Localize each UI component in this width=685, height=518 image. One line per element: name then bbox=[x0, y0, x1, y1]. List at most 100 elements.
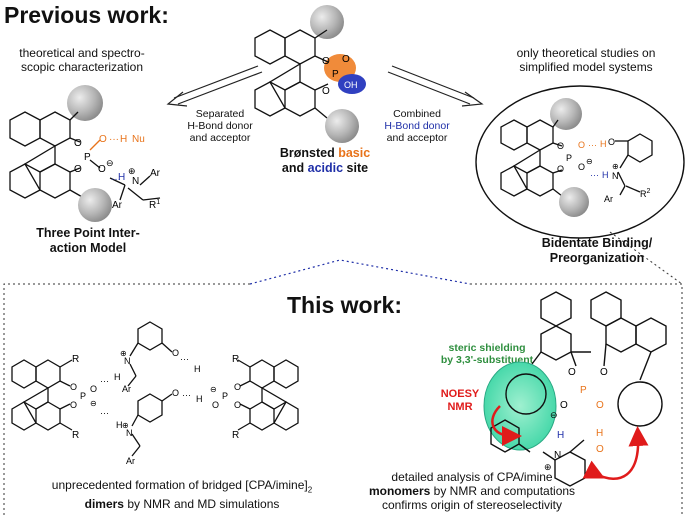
bronsted-line1-prefix: Brønsted bbox=[279, 146, 339, 160]
dimer-n1-plus: ⊕ bbox=[120, 349, 127, 358]
dimers-word: dimers bbox=[84, 497, 124, 512]
center-o1: O bbox=[322, 56, 330, 67]
monomer-caption-line1: detailed analysis of CPA/imine bbox=[391, 470, 553, 484]
previous-work-title: Previous work: bbox=[4, 2, 169, 28]
dimer-r3: R bbox=[232, 354, 239, 365]
mono-p: P bbox=[580, 385, 587, 396]
dimer-n1: N bbox=[124, 356, 131, 366]
right-h-o: H bbox=[600, 139, 607, 149]
dimer-dots1: ··· bbox=[100, 376, 109, 386]
dimer-n2-plus: ⊕ bbox=[122, 421, 129, 430]
dimer-o6: O bbox=[212, 400, 219, 410]
dimer-caption-line1: unprecedented formation of bridged [CPA/… bbox=[51, 478, 308, 492]
dimer-p1: P bbox=[80, 391, 86, 401]
three-point-model-label: Three Point Inter- action Model bbox=[18, 226, 158, 256]
dimer-h1: H bbox=[114, 372, 121, 382]
acidic-site-highlight bbox=[338, 74, 366, 94]
mono-n-plus: ⊕ bbox=[544, 462, 552, 472]
bronsted-line2-suffix: site bbox=[343, 161, 369, 175]
bidentate-structure bbox=[500, 98, 653, 217]
left-hbond-dots-2: ··· bbox=[111, 174, 121, 185]
left-arrow-label-line1: Separated bbox=[195, 108, 245, 120]
left-ar-bottom: Ar bbox=[112, 200, 123, 211]
dimer-o1: O bbox=[70, 382, 77, 392]
dimer-o8: O bbox=[172, 388, 179, 398]
right-o1: O bbox=[557, 141, 564, 151]
left-arrow-label-line2: H-Bond donor bbox=[187, 120, 253, 132]
dimer-ar2: Ar bbox=[126, 456, 135, 466]
this-work-frame bbox=[3, 283, 683, 515]
dimer-o7: O bbox=[172, 348, 179, 358]
dimer-o3: O bbox=[90, 384, 97, 394]
left-nu: Nu bbox=[132, 134, 145, 145]
mono-o2: O bbox=[600, 367, 608, 378]
left-h-nu: H bbox=[120, 134, 127, 145]
right-phenol-o: O bbox=[608, 137, 615, 147]
monomer-structure bbox=[531, 291, 667, 487]
left-o3: O bbox=[99, 134, 107, 145]
dimer-o-minus2: ⊖ bbox=[210, 385, 217, 394]
dimer-r1: R bbox=[72, 354, 79, 365]
right-o3: O bbox=[578, 140, 585, 150]
right-note-line2: simplified model systems bbox=[519, 60, 653, 74]
right-n: N bbox=[612, 171, 619, 181]
right-connector bbox=[609, 231, 683, 285]
monomer-caption: detailed analysis of CPA/imine monomers … bbox=[352, 470, 592, 512]
bidentate-line1: Bidentate Binding/ bbox=[541, 236, 653, 250]
dimer-o2: O bbox=[70, 400, 77, 410]
dimer-n2: N bbox=[126, 428, 133, 438]
three-point-line2: action Model bbox=[49, 241, 127, 255]
left-top-sphere bbox=[67, 85, 103, 121]
monomers-word: monomers bbox=[368, 484, 431, 498]
bronsted-basic-word: basic bbox=[338, 146, 371, 160]
left-hbond-dots-1: ··· bbox=[109, 134, 119, 145]
dimer-ar1: Ar bbox=[122, 384, 131, 394]
dimer-r4: R bbox=[232, 430, 239, 441]
left-r1: R1 bbox=[149, 199, 160, 211]
dimer-p2: P bbox=[222, 391, 228, 401]
dimer-caption: unprecedented formation of bridged [CPA/… bbox=[22, 478, 342, 511]
left-n-plus: ⊕ bbox=[128, 166, 136, 176]
right-arrow-label: Combined H-Bond donor and acceptor bbox=[372, 108, 462, 144]
left-arrow-label-line3: and acceptor bbox=[189, 132, 251, 144]
dimer-caption-subscript: 2 bbox=[307, 485, 313, 495]
left-o2: O bbox=[74, 164, 82, 175]
dimer-h3: H bbox=[116, 420, 123, 430]
left-note-line1: theoretical and spectro- bbox=[19, 46, 145, 60]
dimer-dots4: ··· bbox=[182, 390, 191, 400]
right-bottom-sphere bbox=[559, 187, 589, 217]
noesy-arrow bbox=[491, 405, 522, 446]
dimer-dots2: ··· bbox=[180, 354, 189, 364]
dimer-o4: O bbox=[234, 382, 241, 392]
left-note-line2: scopic characterization bbox=[20, 60, 144, 74]
mono-o1: O bbox=[568, 367, 576, 378]
right-note-line1: only theoretical studies on bbox=[516, 46, 656, 60]
right-o4: O bbox=[578, 162, 585, 172]
right-hbond-dots-1: ··· bbox=[588, 140, 597, 150]
center-bottom-sphere bbox=[325, 109, 359, 143]
noesy-label: NOESY NMR bbox=[440, 388, 480, 414]
this-work-title: This work: bbox=[287, 292, 403, 318]
steric-line1: steric shielding bbox=[448, 342, 526, 354]
steric-contact-arrow bbox=[582, 426, 649, 480]
mono-h-n: H bbox=[557, 430, 564, 441]
right-o2: O bbox=[557, 164, 564, 174]
dimer-caption-line2: by NMR and MD simulations bbox=[123, 497, 280, 512]
dimer-o5: O bbox=[234, 400, 241, 410]
bidentate-line2: Preorganization bbox=[549, 251, 645, 265]
right-arrow-label-line3: and acceptor bbox=[386, 132, 448, 144]
dimer-structure bbox=[11, 321, 299, 457]
dimer-h4: H bbox=[196, 394, 203, 404]
center-p: P bbox=[332, 69, 339, 80]
mono-n: N bbox=[554, 450, 561, 461]
right-h-n: H bbox=[602, 170, 609, 180]
steric-shielding-label: steric shielding by 3,3'-substituent bbox=[432, 342, 542, 366]
bronsted-line2-prefix: and bbox=[281, 161, 308, 175]
right-arrow-label-line2: H-Bond donor bbox=[384, 120, 450, 132]
three-point-line1: Three Point Inter- bbox=[36, 226, 140, 240]
left-note: theoretical and spectro- scopic characte… bbox=[2, 46, 162, 74]
left-p: P bbox=[84, 152, 91, 163]
left-open-arrow bbox=[166, 65, 263, 107]
right-arrow-label-line1: Combined bbox=[393, 108, 441, 120]
